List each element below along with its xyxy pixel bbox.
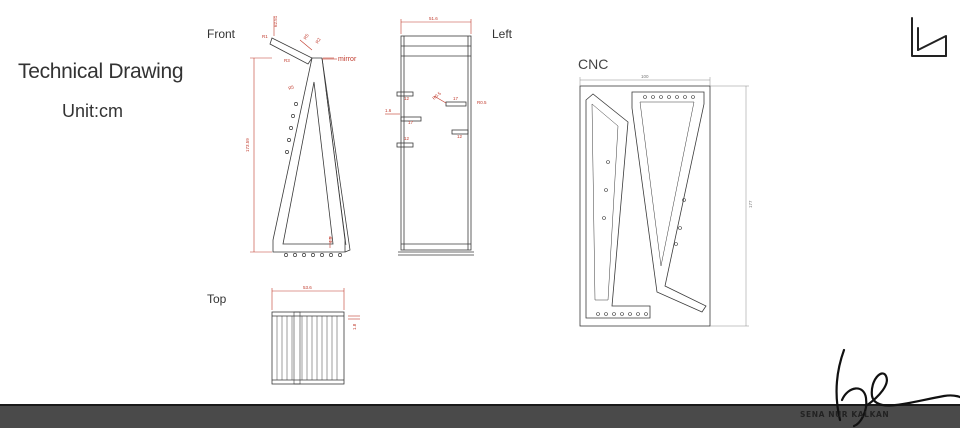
- left-view-label: Left: [492, 27, 513, 41]
- cnc-dimensions: [579, 77, 749, 327]
- front-dim-top-b: R1: [262, 34, 268, 39]
- front-view-label: Front: [207, 27, 236, 41]
- top-view: [271, 311, 345, 385]
- top-width-label: 53.6: [303, 285, 312, 290]
- left-dim-labels: 51.6 12 1.6 17 12 R0.5 17 R0.5 12: [385, 16, 487, 141]
- left-pin-e: [451, 129, 469, 135]
- cnc-piece-left: [585, 93, 651, 319]
- cnc-holes: [596, 95, 695, 316]
- front-top-arm: [269, 37, 313, 65]
- left-dim-pin-c: 1.6: [385, 108, 392, 113]
- signature-icon: [835, 348, 960, 428]
- left-pin-a: [396, 91, 414, 97]
- cnc-width-label: 100: [641, 74, 649, 79]
- left-width-label: 51.6: [429, 16, 438, 21]
- left-dim-right-b: 17: [453, 96, 459, 101]
- cnc-view-label: CNC: [578, 56, 609, 72]
- mirror-label: mirror: [338, 56, 357, 63]
- cnc-view: [579, 85, 711, 327]
- left-dim-right-d: 12: [457, 134, 463, 139]
- author-name: SENA NUR KALKAN: [800, 410, 890, 419]
- front-back-leg: [321, 57, 351, 253]
- cnc-piece-right: [631, 91, 707, 313]
- left-dim-pin-a: 12: [404, 96, 410, 101]
- left-dim-right-a: R0.5: [431, 91, 442, 101]
- cnc-dim-labels: 100 177: [641, 74, 753, 208]
- left-pin-d: [445, 101, 467, 107]
- left-dim-right-c: R0.5: [477, 100, 487, 105]
- front-holes: [284, 102, 342, 257]
- left-pin-b: [400, 116, 422, 122]
- front-dim-r: R3: [284, 58, 290, 63]
- left-pin-c: [396, 142, 414, 148]
- unit-label: Unit:cm: [62, 101, 124, 121]
- top-dimensions: [271, 288, 360, 320]
- top-view-label: Top: [207, 292, 227, 306]
- front-back-leg-inner: [325, 89, 347, 246]
- front-dim-top-d: R2: [315, 37, 322, 45]
- left-dim-pin-b: 17: [408, 120, 414, 125]
- front-dimensions: [250, 16, 334, 253]
- footer-bar: [0, 406, 960, 428]
- top-depth-label: 1.8: [352, 323, 357, 330]
- cnc-height-label: 177: [748, 200, 753, 208]
- front-dim-top-c: R5: [303, 33, 310, 41]
- front-height-label: 173.59: [245, 138, 250, 152]
- top-slats: [276, 316, 338, 380]
- footer-edge: [0, 404, 960, 407]
- front-frame-cutout: [282, 81, 334, 245]
- left-dimensions: [385, 19, 472, 115]
- top-frame-outline: [271, 311, 345, 385]
- front-dim-r-side: R5: [288, 84, 296, 91]
- cnc-sheet-outline: [579, 85, 711, 327]
- front-view: [269, 37, 351, 257]
- front-dim-bottom: 4.5: [328, 236, 333, 243]
- front-dim-labels: 173.59 62.51 R1 R5 R2 R3 R5 4.5: [245, 15, 333, 243]
- left-view: [396, 35, 474, 256]
- top-dim-labels: 53.6 1.8: [303, 285, 357, 330]
- left-dim-pin-e: 12: [404, 136, 410, 141]
- logo-mark-icon: [911, 17, 947, 57]
- drawing-title: Technical Drawing: [18, 60, 184, 83]
- front-dim-top-a: 62.51: [273, 15, 278, 27]
